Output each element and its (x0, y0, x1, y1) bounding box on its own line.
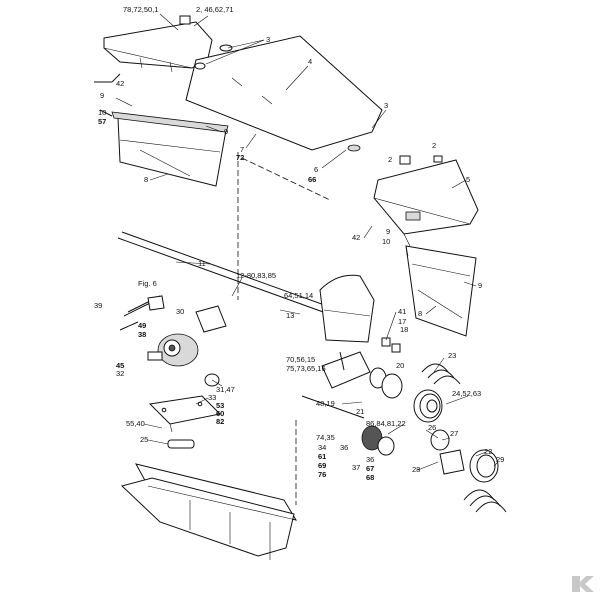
lower-frame-rail (121, 439, 298, 560)
label-l46: 82 (216, 417, 224, 426)
label-l32: 13 (286, 311, 294, 320)
label-l9: 9 (224, 127, 228, 136)
label-l38: 70,56,15 (286, 355, 315, 364)
label-l30: 38 (138, 330, 146, 339)
label-l39: 75,73,65,16 (286, 364, 326, 373)
label-l49: 24,52,63 (452, 389, 481, 398)
label-l35: 18 (400, 325, 408, 334)
label-l44: 53 (216, 401, 224, 410)
label-l25: 12-80,83,85 (236, 271, 276, 280)
right-lower-housing (405, 245, 477, 337)
label-l3: 3 (266, 35, 270, 44)
label-l54: 74,35 (316, 433, 335, 442)
leader-lines (115, 13, 499, 471)
label-l53: 25 (140, 435, 148, 444)
gearbox-assembly (123, 295, 227, 387)
label-l20: 10 (382, 237, 390, 246)
mounting-plate (148, 395, 222, 433)
label-l11: 72 (236, 153, 244, 162)
belt-guard (319, 274, 375, 343)
label-l29: 49 (138, 321, 146, 330)
label-l14: 6 (314, 165, 318, 174)
label-l34: 17 (398, 317, 406, 326)
pulley-stack-upper (369, 363, 461, 423)
label-l52: 26 (428, 423, 436, 432)
label-l59: 76 (318, 470, 326, 479)
label-l12: 8 (144, 175, 148, 184)
brand-logo (568, 572, 594, 594)
label-l5: 42 (116, 79, 124, 88)
label-l6: 9 (100, 91, 104, 100)
label-l56: 34 (318, 443, 326, 452)
label-l7: 10 (98, 108, 106, 117)
label-l62: 36 (366, 455, 374, 464)
label-l31: 30 (176, 307, 184, 316)
label-l43: 33 (208, 393, 216, 402)
label-l66: 28 (412, 465, 420, 474)
label-l36: 45 (116, 361, 124, 370)
label-l41: 23 (448, 351, 456, 360)
label-l48: 21 (356, 407, 364, 416)
small-hardware (119, 15, 443, 419)
label-l33: 41 (398, 307, 406, 316)
pulley-stack-lower (361, 425, 507, 513)
label-l57: 61 (318, 452, 326, 461)
label-l23: 8 (418, 309, 422, 318)
label-l50: 55,40 (126, 419, 145, 428)
label-l13: 3 (384, 101, 388, 110)
label-l26: Fig. 6 (138, 279, 157, 288)
label-l1: 78,72,50,1 (123, 5, 158, 14)
right-upper-cover (373, 159, 479, 247)
label-l19: 42 (352, 233, 360, 242)
rod-42-left (94, 73, 121, 117)
label-l55: 27 (450, 429, 458, 438)
callout-labels: 78,72,50,1 2, 46,62,71 3 4 42 9 10 57 9 … (94, 5, 504, 482)
support-bracket (321, 351, 371, 389)
label-l60: 36 (340, 443, 348, 452)
label-l45: 60 (216, 409, 224, 418)
label-l67: 29 (496, 455, 504, 464)
label-l51: 86,84,81,22 (366, 419, 406, 428)
label-l15: 66 (308, 175, 316, 184)
label-l10: 7 (240, 145, 244, 154)
label-l37: 32 (116, 369, 124, 378)
label-l8: 57 (98, 117, 106, 126)
label-l16: 2 (388, 155, 392, 164)
label-l47: 48,19 (316, 399, 335, 408)
label-l63: 67 (366, 464, 374, 473)
label-l18: 5 (466, 175, 470, 184)
label-l65: 22 (484, 447, 492, 456)
label-l40: 20 (396, 361, 404, 370)
label-l28: 39 (94, 301, 102, 310)
label-l27: 64,51,14 (284, 291, 313, 300)
label-l4: 4 (308, 57, 312, 66)
label-l17: 2 (432, 141, 436, 150)
label-l22: 9 (478, 281, 482, 290)
label-l61: 37 (352, 463, 360, 472)
label-l42: 31,47 (216, 385, 235, 394)
label-l24: 11 (198, 259, 206, 268)
label-l58: 69 (318, 461, 326, 470)
label-l21: 9 (386, 227, 390, 236)
central-top-panel (185, 35, 383, 152)
label-l64: 68 (366, 473, 374, 482)
label-l2: 2, 46,62,71 (196, 5, 234, 14)
left-lower-housing (111, 111, 229, 187)
